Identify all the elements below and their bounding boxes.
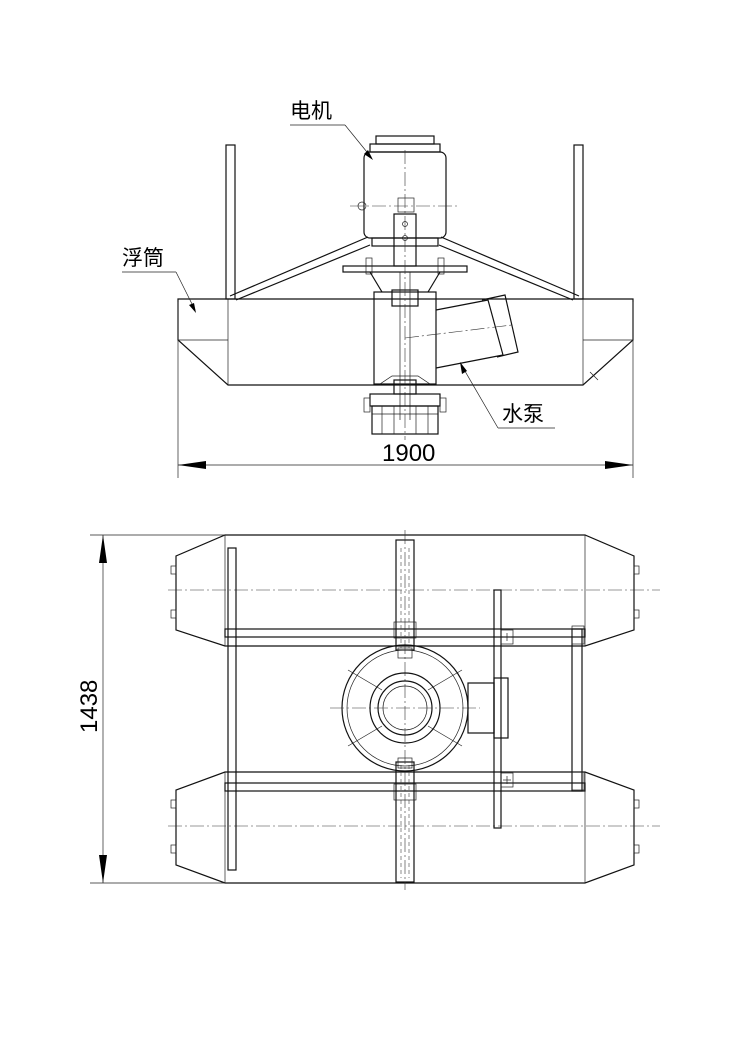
leader-lines (122, 124, 555, 429)
top-view: 1438 (76, 530, 660, 890)
support-frame (225, 144, 584, 301)
front-view: 电机 浮筒 水泵 1900 (122, 99, 634, 478)
height-dimension-text: 1438 (76, 680, 103, 733)
motor-label: 电机 (290, 99, 332, 123)
float-hull (177, 298, 634, 386)
width-dimension-text: 1900 (382, 440, 435, 467)
pump-label: 水泵 (502, 402, 544, 426)
pump-housing (330, 644, 509, 772)
height-dimension (90, 534, 225, 884)
float-label: 浮筒 (122, 246, 164, 270)
center-beams (393, 530, 417, 890)
pump (363, 150, 519, 440)
width-dimension (177, 302, 634, 478)
